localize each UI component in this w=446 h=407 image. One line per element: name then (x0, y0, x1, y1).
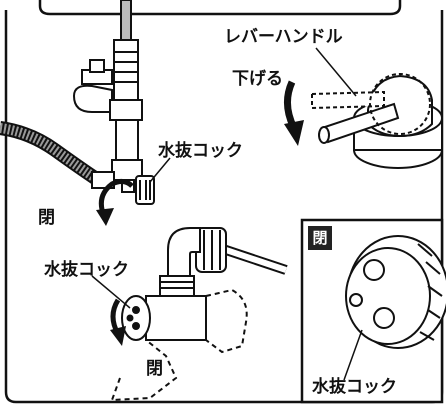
lower-arrow (284, 80, 298, 130)
leader-drain-left (91, 275, 131, 309)
lower-valve-assembly (121, 227, 288, 341)
upper-valve-assembly (72, 0, 155, 205)
leader-drain-inset (343, 329, 363, 381)
top-banner (38, 0, 402, 16)
lever-handle-illustration (311, 73, 443, 169)
dashed-wall-plate (205, 288, 248, 354)
leader-lever (315, 47, 357, 97)
dashed-lower-bracket (110, 339, 178, 402)
drain-cock-label-left: 水抜コック (44, 260, 129, 280)
lever-handle-label: レバーハンドル (224, 27, 343, 47)
close-arrow-top (98, 178, 134, 217)
inset-box (300, 218, 446, 404)
inset-close-badge: 閉 (308, 226, 332, 250)
drain-cock-label-top: 水抜コック (158, 141, 243, 161)
close-arrow-top-head (96, 208, 114, 226)
close-label-bottom: 閉 (146, 359, 163, 379)
close-arrow-bottom-head (110, 326, 126, 346)
lower-arrow-head (284, 120, 304, 146)
leader-drain-top (149, 157, 171, 183)
lower-label: 下げる (232, 69, 283, 89)
close-label-top: 閉 (38, 208, 55, 228)
drain-cock-label-inset: 水抜コック (312, 377, 397, 397)
inset-drain-dial (345, 235, 446, 349)
flexible-hose (0, 121, 115, 189)
